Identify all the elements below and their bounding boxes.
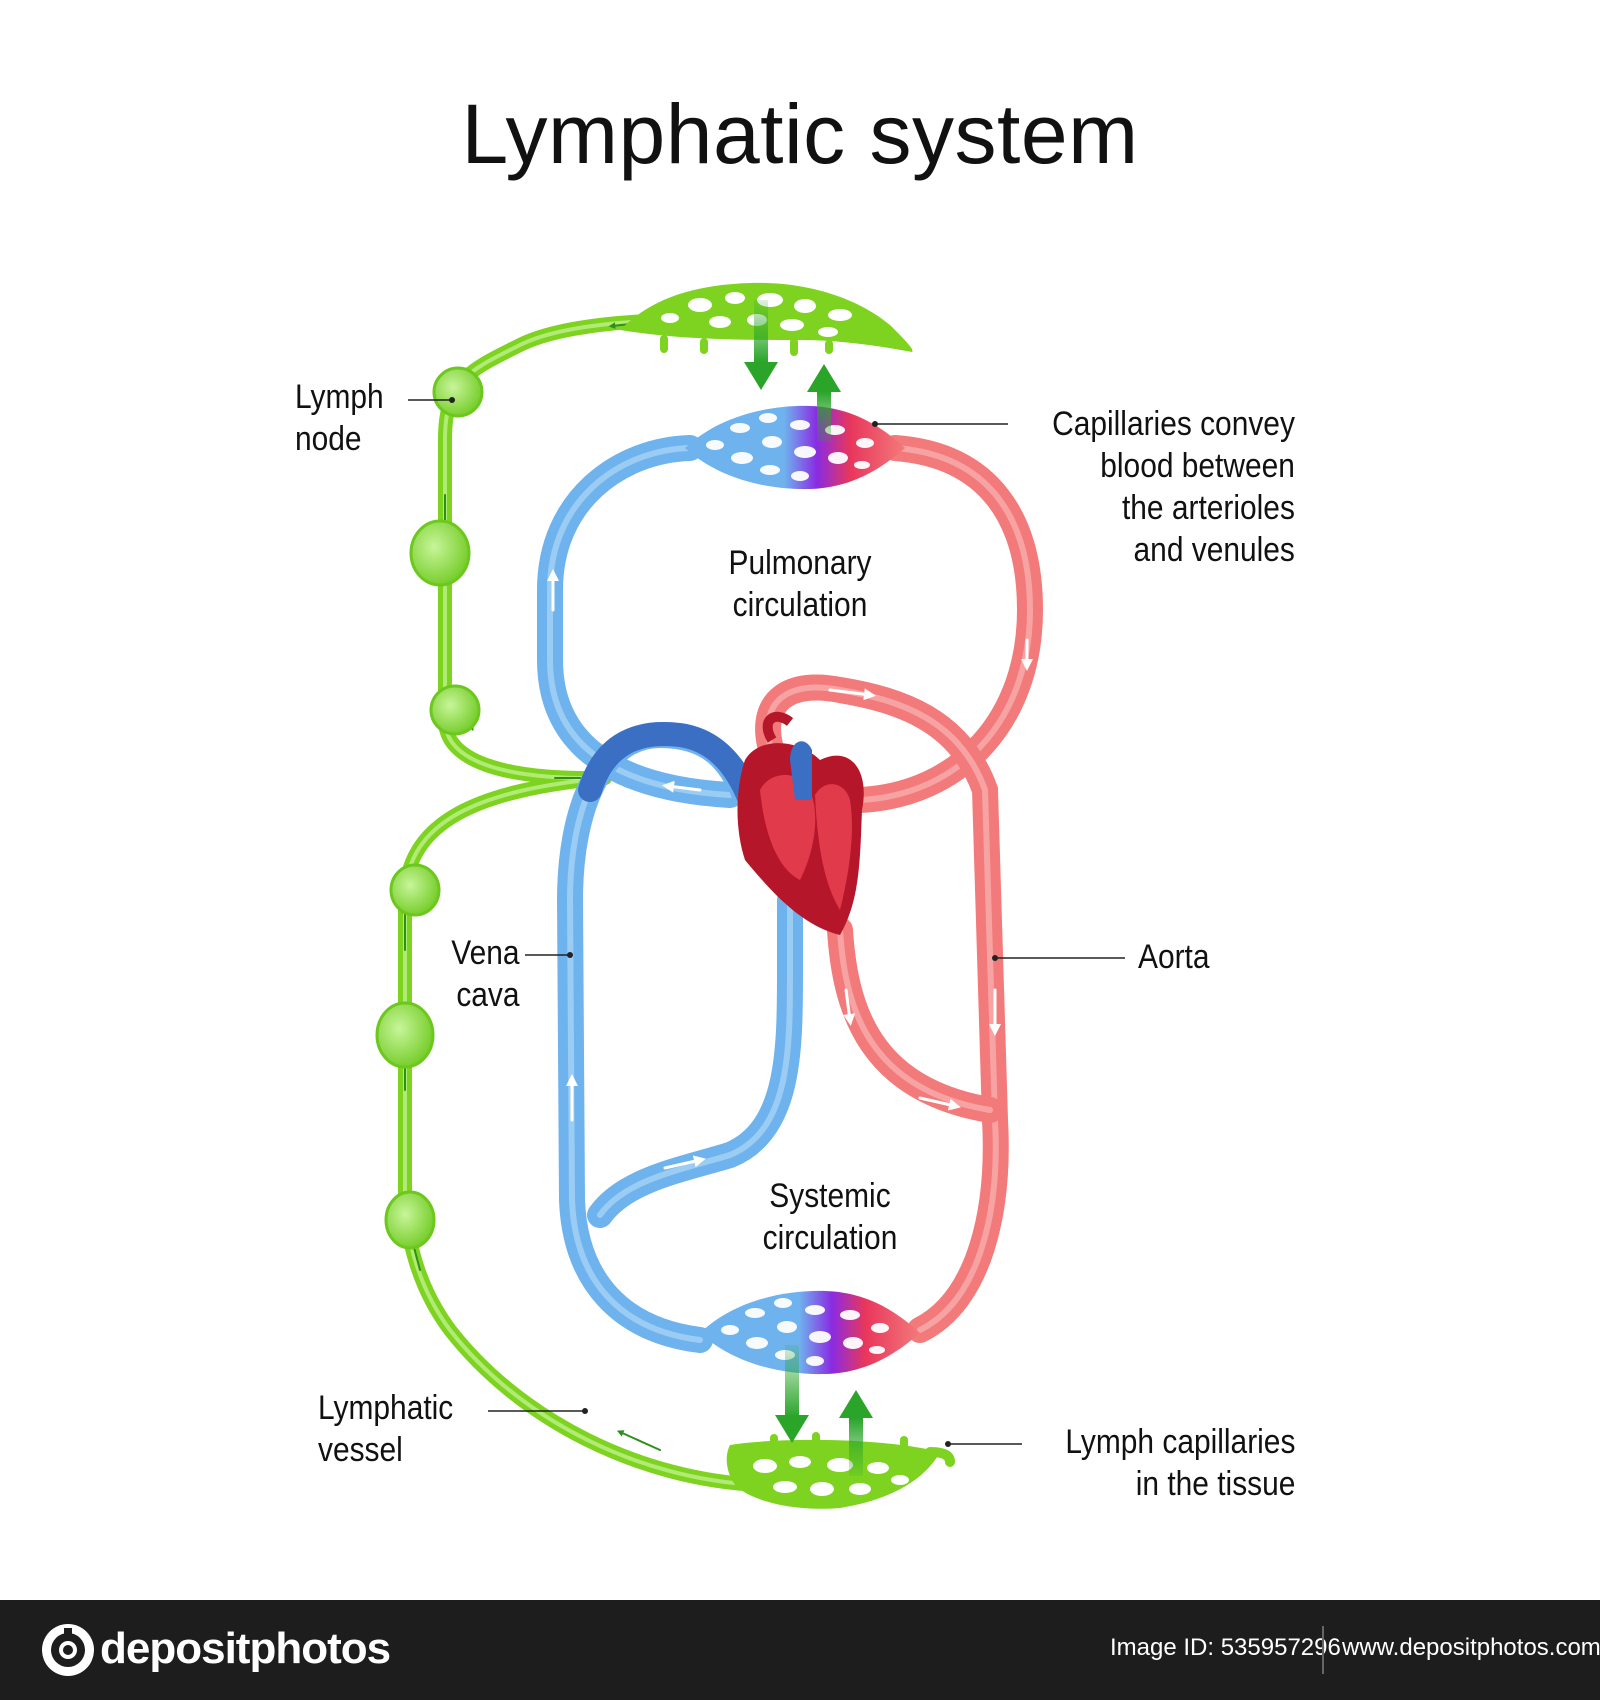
label-pulmonary-circulation: Pulmonary circulation	[728, 544, 872, 624]
upper-exchange-arrows	[744, 300, 841, 442]
footer-bar: depositphotos Image ID: 535957296 www.de…	[0, 1600, 1600, 1700]
label-capillaries: Capillaries convey blood between the art…	[1052, 405, 1295, 569]
depositphotos-logo-icon	[42, 1624, 94, 1676]
lymph-nodes	[375, 366, 484, 1250]
footer-site-link[interactable]: www.depositphotos.com	[1342, 1634, 1600, 1661]
label-lymph-capillaries: Lymph capillaries in the tissue	[1064, 1423, 1295, 1503]
footer-divider	[1322, 1626, 1324, 1674]
lymph-node	[384, 1190, 436, 1250]
heart	[737, 711, 864, 935]
footer-brand: depositphotos	[100, 1624, 391, 1673]
diagram-title: Lymphatic system	[461, 87, 1139, 181]
lymph-node	[432, 366, 484, 418]
label-lymphatic-vessel: Lymphatic vessel	[318, 1389, 454, 1469]
label-systemic-circulation: Systemic circulation	[762, 1177, 898, 1257]
footer-image-id: Image ID: 535957296	[1110, 1634, 1341, 1661]
label-aorta: Aorta	[1138, 938, 1210, 976]
circulation-diagram	[375, 282, 1044, 1509]
label-vena-cava: Vena cava	[451, 934, 520, 1014]
label-lymph-node: Lymph node	[295, 378, 384, 458]
lymph-node	[429, 684, 481, 736]
lymph-node	[409, 519, 471, 587]
blood-vessels	[537, 435, 1044, 1353]
lymph-node	[375, 1001, 435, 1069]
pulmonary-capillary-bed	[685, 405, 905, 490]
lower-lymph-capillaries	[726, 1432, 955, 1509]
lymph-node	[389, 863, 441, 917]
systemic-capillary-bed	[700, 1290, 920, 1375]
leader-lines	[408, 397, 1125, 1447]
lower-exchange-arrows	[775, 1345, 873, 1476]
